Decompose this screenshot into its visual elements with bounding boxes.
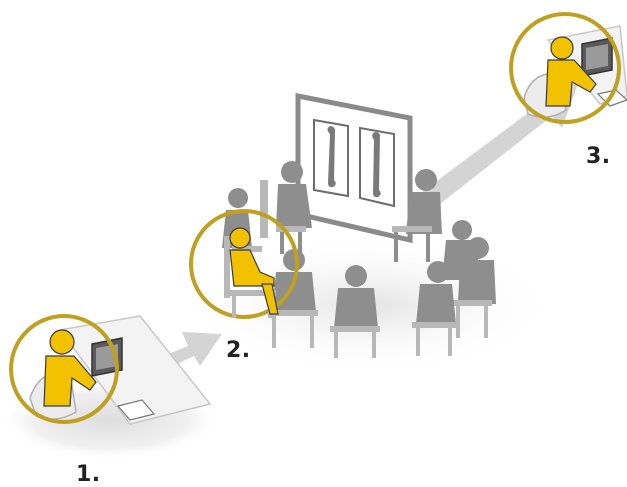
step-label-3: 3.: [586, 144, 611, 169]
presentation-board-icon: [298, 96, 410, 240]
step-label-1: 1.: [76, 462, 101, 487]
step-3-workstation: [511, 14, 627, 122]
step-label-2: 2.: [226, 338, 251, 363]
monitor-icon: [582, 38, 612, 76]
